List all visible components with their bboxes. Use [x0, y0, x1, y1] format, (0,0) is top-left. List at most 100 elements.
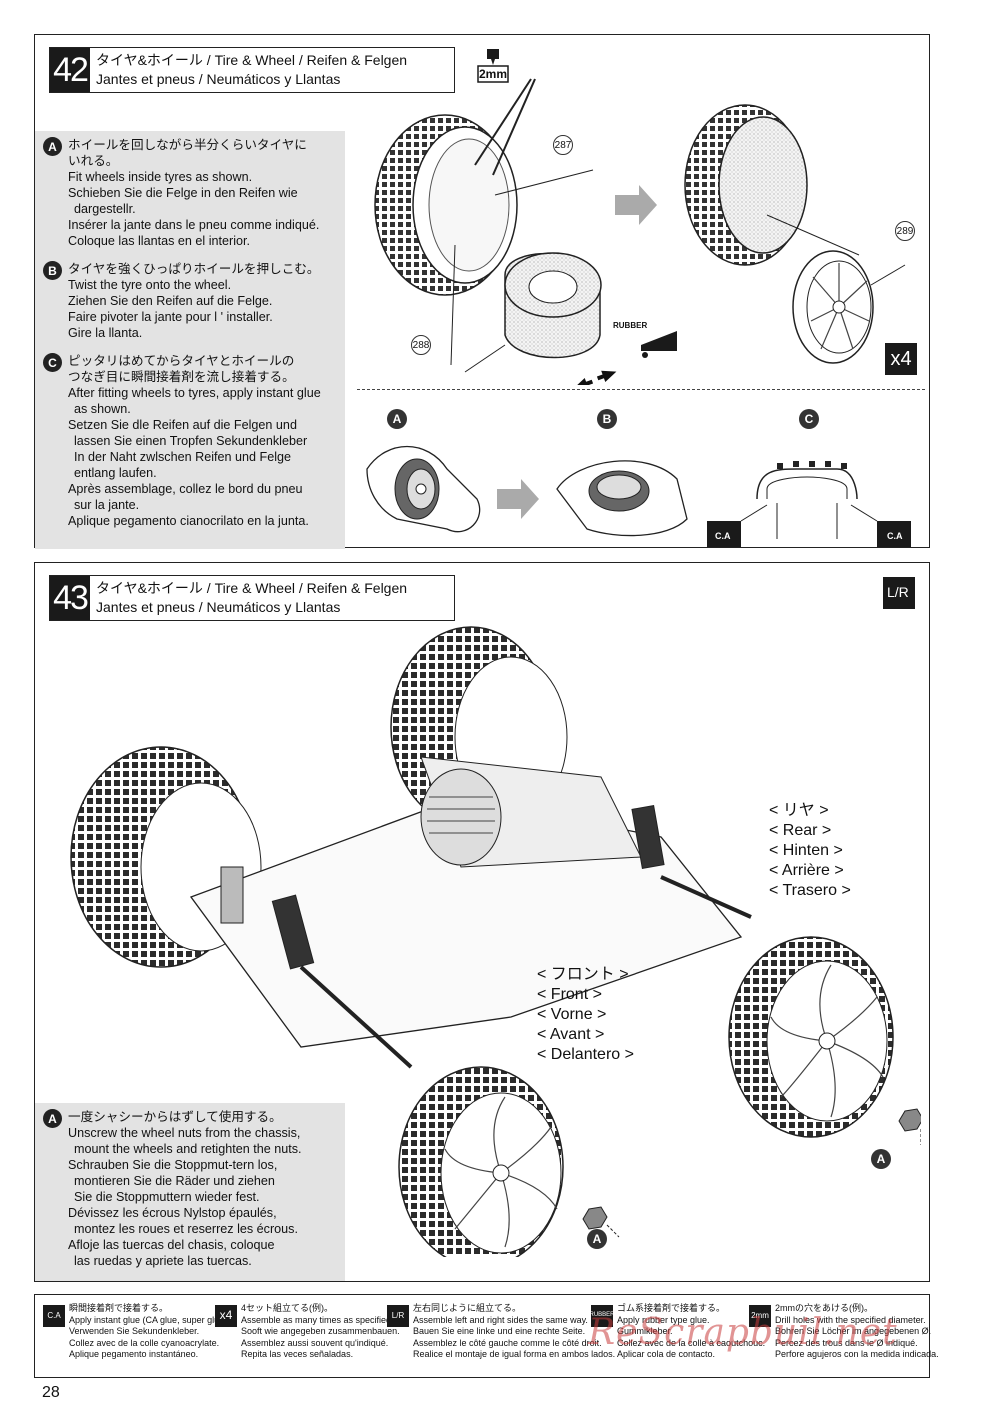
legend-line: 左右同じように組立てる。 [413, 1303, 522, 1313]
instr-line: Setzen Sie dle Reifen auf die Felgen und [68, 418, 297, 432]
step-43-panel: 43 タイヤ&ホイール / Tire & Wheel / Reifen & Fe… [34, 562, 930, 1282]
legend-line: Repita las veces señaladas. [241, 1349, 354, 1359]
legend-line: Drill holes with the specified diameter. [775, 1314, 926, 1325]
instr-line: Unscrew the wheel nuts from the chassis, [68, 1126, 301, 1140]
instr-line: Faire pivoter la jante pour l ' installe… [68, 310, 273, 324]
instr-line: Dévissez les écrous Nylstop épaulés, [68, 1206, 277, 1220]
rear-direction-labels: < リヤ > < Rear > < Hinten > < Arrière > <… [769, 801, 851, 901]
instr-line: Schieben Sie die Felge in den Reifen wie [68, 186, 298, 200]
instr-line: lassen Sie einen Tropfen Sekundenkleber [74, 434, 308, 448]
part-number-287: 287 [553, 135, 573, 155]
instr-line: After fitting wheels to tyres, apply ins… [68, 386, 321, 400]
instr-line: In der Naht zwlschen Reifen und Felge [74, 450, 292, 464]
left-right-icon: L/R [883, 577, 915, 609]
instr-line: Après assemblage, collez le bord du pneu [68, 482, 303, 496]
instr-line: as shown. [74, 402, 131, 416]
ca-label-left: C.A [715, 531, 731, 541]
wheel-nut-icon [582, 1206, 620, 1238]
rear-label: < リヤ > [769, 802, 829, 819]
fitting-steps-illustration [366, 446, 911, 547]
legend-line: Verwenden Sie Sekundenkleber. [69, 1326, 200, 1336]
step-title-line2: Jantes et pneus / Neumáticos y Llantas [96, 71, 341, 87]
rear-label: < Arrière > [769, 862, 844, 879]
legend-line: Bohren Sie Löcher im angegebenen Ø. [775, 1326, 932, 1336]
step-42-instructions: A ホイールを回しながら半分くらいタイヤに いれる。 Fit wheels in… [35, 131, 345, 549]
drill-icon: 2mm [749, 1305, 771, 1327]
step-43-header: 43 タイヤ&ホイール / Tire & Wheel / Reifen & Fe… [49, 575, 455, 621]
badge-a: A [43, 137, 62, 156]
watermark: ReScrapbuil.net [588, 1312, 898, 1353]
ca-glue-icon-left [707, 504, 768, 547]
instr-line: las ruedas y apriete las tuercas. [74, 1254, 252, 1268]
fig-label-a-rear: A [871, 1149, 891, 1169]
legend-line: Collez avec de la colle cyanoacrylate. [69, 1337, 220, 1348]
section-divider [357, 389, 925, 390]
step-43-instructions: A 一度シャシーからはずして使用する。 Unscrew the wheel nu… [35, 1103, 345, 1281]
instruction-c: C ピッタリはめてからタイヤとホイールの つなぎ目に瞬間接着剤を流し接着する。 … [43, 353, 337, 529]
wheel-nut-icon [898, 1108, 921, 1145]
step-42-panel: 42 タイヤ&ホイール / Tire & Wheel / Reifen & Fe… [34, 34, 930, 549]
instr-line: Gire la llanta. [68, 326, 143, 340]
front-label: < Delantero > [537, 1046, 634, 1063]
front-label: < Avant > [537, 1026, 605, 1043]
step-42-header: 42 タイヤ&ホイール / Tire & Wheel / Reifen & Fe… [49, 47, 455, 93]
legend-line: Assemble left and right sides the same w… [413, 1314, 588, 1325]
step-number: 43 [50, 576, 90, 620]
legend-line: Realice el montaje de igual forma en amb… [413, 1349, 616, 1359]
badge-c: C [43, 353, 62, 372]
legend-line: Assemblez aussi souvent qu'indiqué. [241, 1337, 389, 1348]
legend-drill: 2mm 2mmの穴をあける(例)。 Drill holes with the s… [749, 1303, 939, 1361]
instruction-a: A ホイールを回しながら半分くらいタイヤに いれる。 Fit wheels in… [43, 137, 337, 249]
legend-line: Aplique pegamento instantáneo. [69, 1349, 199, 1359]
badge-a: A [43, 1109, 62, 1128]
part-number-289: 289 [895, 221, 915, 241]
fig-label-a: A [387, 409, 407, 429]
step-title-line2: Jantes et pneus / Neumáticos y Llantas [96, 599, 341, 615]
instruction-a: A 一度シャシーからはずして使用する。 Unscrew the wheel nu… [43, 1109, 337, 1269]
legend-line: Sooft wie angegeben zusammenbauen. [241, 1326, 400, 1336]
instr-line: Twist the tyre onto the wheel. [68, 278, 232, 292]
front-direction-labels: < フロント > < Front > < Vorne > < Avant > <… [537, 965, 634, 1065]
rear-label: < Rear > [769, 822, 832, 839]
legend-lr: L/R 左右同じように組立てる。 Assemble left and right… [387, 1303, 616, 1361]
part-number-288: 288 [411, 335, 431, 355]
drill-2mm-icon: 2mm [477, 49, 509, 83]
instr-line: Coloque las llantas en el interior. [68, 234, 251, 248]
rubber-glue-icon [641, 331, 677, 358]
legend-line: 4セット組立てる(例)。 [241, 1303, 334, 1313]
legend-line: 瞬間接着剤で接着する。 [69, 1303, 169, 1313]
legend-line: Assemblez le côté gauche comme le côté d… [413, 1337, 602, 1348]
symbol-legend: C.A 瞬間接着剤で接着する。 Apply instant glue (CA g… [34, 1294, 939, 1378]
instr-line: entlang laufen. [74, 466, 157, 480]
instruction-b: B タイヤを強くひっぱりホイールを押しこむ。 Twist the tyre on… [43, 261, 337, 341]
rubber-label: RUBBER [613, 321, 648, 330]
instr-line: ホイールを回しながら半分くらいタイヤに [68, 138, 307, 152]
legend-line: Collez avec de la colle à caoutchouc. [617, 1337, 766, 1348]
instr-line: montez les roues et reserrez les écrous. [74, 1222, 298, 1236]
chassis-wheels-illustration [70, 626, 921, 1257]
instr-line: Sie die Stoppmuttern wieder fest. [74, 1190, 260, 1204]
legend-line: Percez des trous dans le Ø indiqué. [775, 1337, 918, 1348]
step-number: 42 [50, 48, 90, 92]
legend-rubber: RUBBER ゴム系接着剤で接着する。 Apply rubber type gl… [590, 1303, 767, 1361]
legend-line: Apply instant glue (CA glue, super glue)… [69, 1314, 230, 1325]
legend-line: Apply rubber type glue. [617, 1314, 710, 1325]
legend-line: Aplicar cola de contacto. [617, 1349, 716, 1359]
instr-line: いれる。 [68, 154, 119, 168]
instr-line: montieren Sie die Räder und ziehen [74, 1174, 275, 1188]
instr-line: ピッタリはめてからタイヤとホイールの [68, 354, 295, 368]
instr-line: Schrauben Sie die Stoppmut-tern los, [68, 1158, 278, 1172]
page-number: 28 [42, 1384, 60, 1401]
front-label: < フロント > [537, 966, 629, 983]
drill-label: 2mm [479, 67, 508, 81]
fig-label-b: B [597, 409, 617, 429]
ca-glue-icon-right [850, 504, 911, 547]
instr-line: Insérer la jante dans le pneu comme indi… [68, 218, 320, 232]
instr-line: 一度シャシーからはずして使用する。 [68, 1110, 282, 1124]
step-title-line1: タイヤ&ホイール / Tire & Wheel / Reifen & Felge… [96, 580, 408, 596]
step-title-line1: タイヤ&ホイール / Tire & Wheel / Reifen & Felge… [96, 52, 408, 68]
instr-line: mount the wheels and retighten the nuts. [74, 1142, 302, 1156]
badge-b: B [43, 261, 62, 280]
left-right-icon: L/R [387, 1305, 409, 1327]
multiplier-x4-icon: x4 [885, 343, 917, 375]
